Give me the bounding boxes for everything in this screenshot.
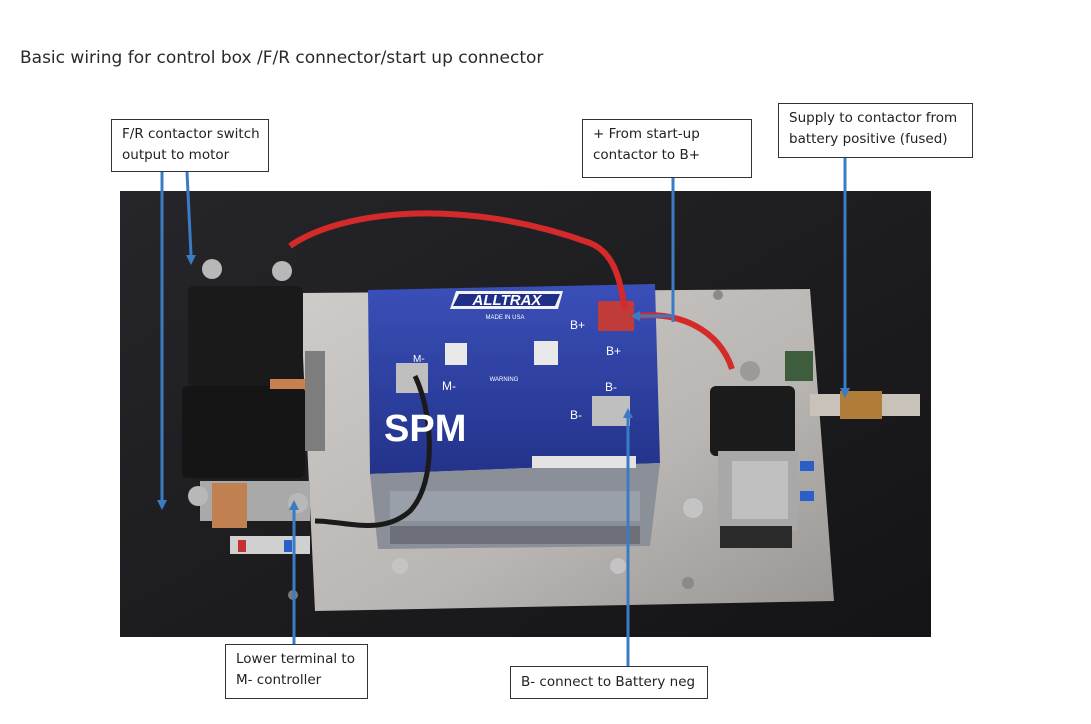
controller-brand: ALLTRAX <box>472 292 543 309</box>
callout-lower-terminal: Lower terminal to M- controller <box>225 644 368 699</box>
callout-lower-terminal-line-2: M- controller <box>236 672 322 688</box>
red-wire <box>288 210 628 310</box>
callout-b-minus-line-1: B- connect to Battery neg <box>521 674 696 690</box>
callout-startup: + From start-up contactor to B+ <box>582 119 752 178</box>
page-title: Basic wiring for control box /F/R connec… <box>20 48 544 68</box>
terminal-label-b-minus-top: B- <box>605 380 617 394</box>
callout-fr-switch-line-1: F/R contactor switch <box>122 126 260 142</box>
callout-supply: Supply to contactor from battery positiv… <box>778 103 973 158</box>
callout-fr-switch-line-2: output to motor <box>122 147 230 163</box>
controller-assembly <box>368 284 660 549</box>
terminal-label-m-minus-top: M- <box>413 354 425 365</box>
controller-warning: WARNING <box>490 377 519 383</box>
callout-supply-line-1: Supply to contactor from <box>789 110 958 126</box>
callout-lower-terminal-line-1: Lower terminal to <box>236 651 355 667</box>
terminal-label-b-plus: B+ <box>606 344 621 358</box>
terminal-label-b-minus: B- <box>570 408 582 422</box>
fuse <box>810 391 920 419</box>
black-wire <box>314 374 432 528</box>
callout-startup-line-1: + From start-up <box>593 126 700 142</box>
controller-logo: SPM <box>384 408 466 450</box>
terminal-label-b-plus-top: B+ <box>570 318 585 332</box>
terminal-label-m-minus: M- <box>442 379 456 393</box>
startup-contactor <box>710 351 814 548</box>
callout-startup-line-2: contactor to B+ <box>593 147 701 163</box>
callout-fr-switch: F/R contactor switch output to motor <box>111 119 269 172</box>
controller-made-in: MADE IN USA <box>485 315 524 321</box>
control-box-photo: ALLTRAX MADE IN USA WARNING SPM B+ B+ B-… <box>120 191 931 637</box>
callout-supply-line-2: battery positive (fused) <box>789 131 948 147</box>
callout-b-minus: B- connect to Battery neg <box>510 666 708 699</box>
